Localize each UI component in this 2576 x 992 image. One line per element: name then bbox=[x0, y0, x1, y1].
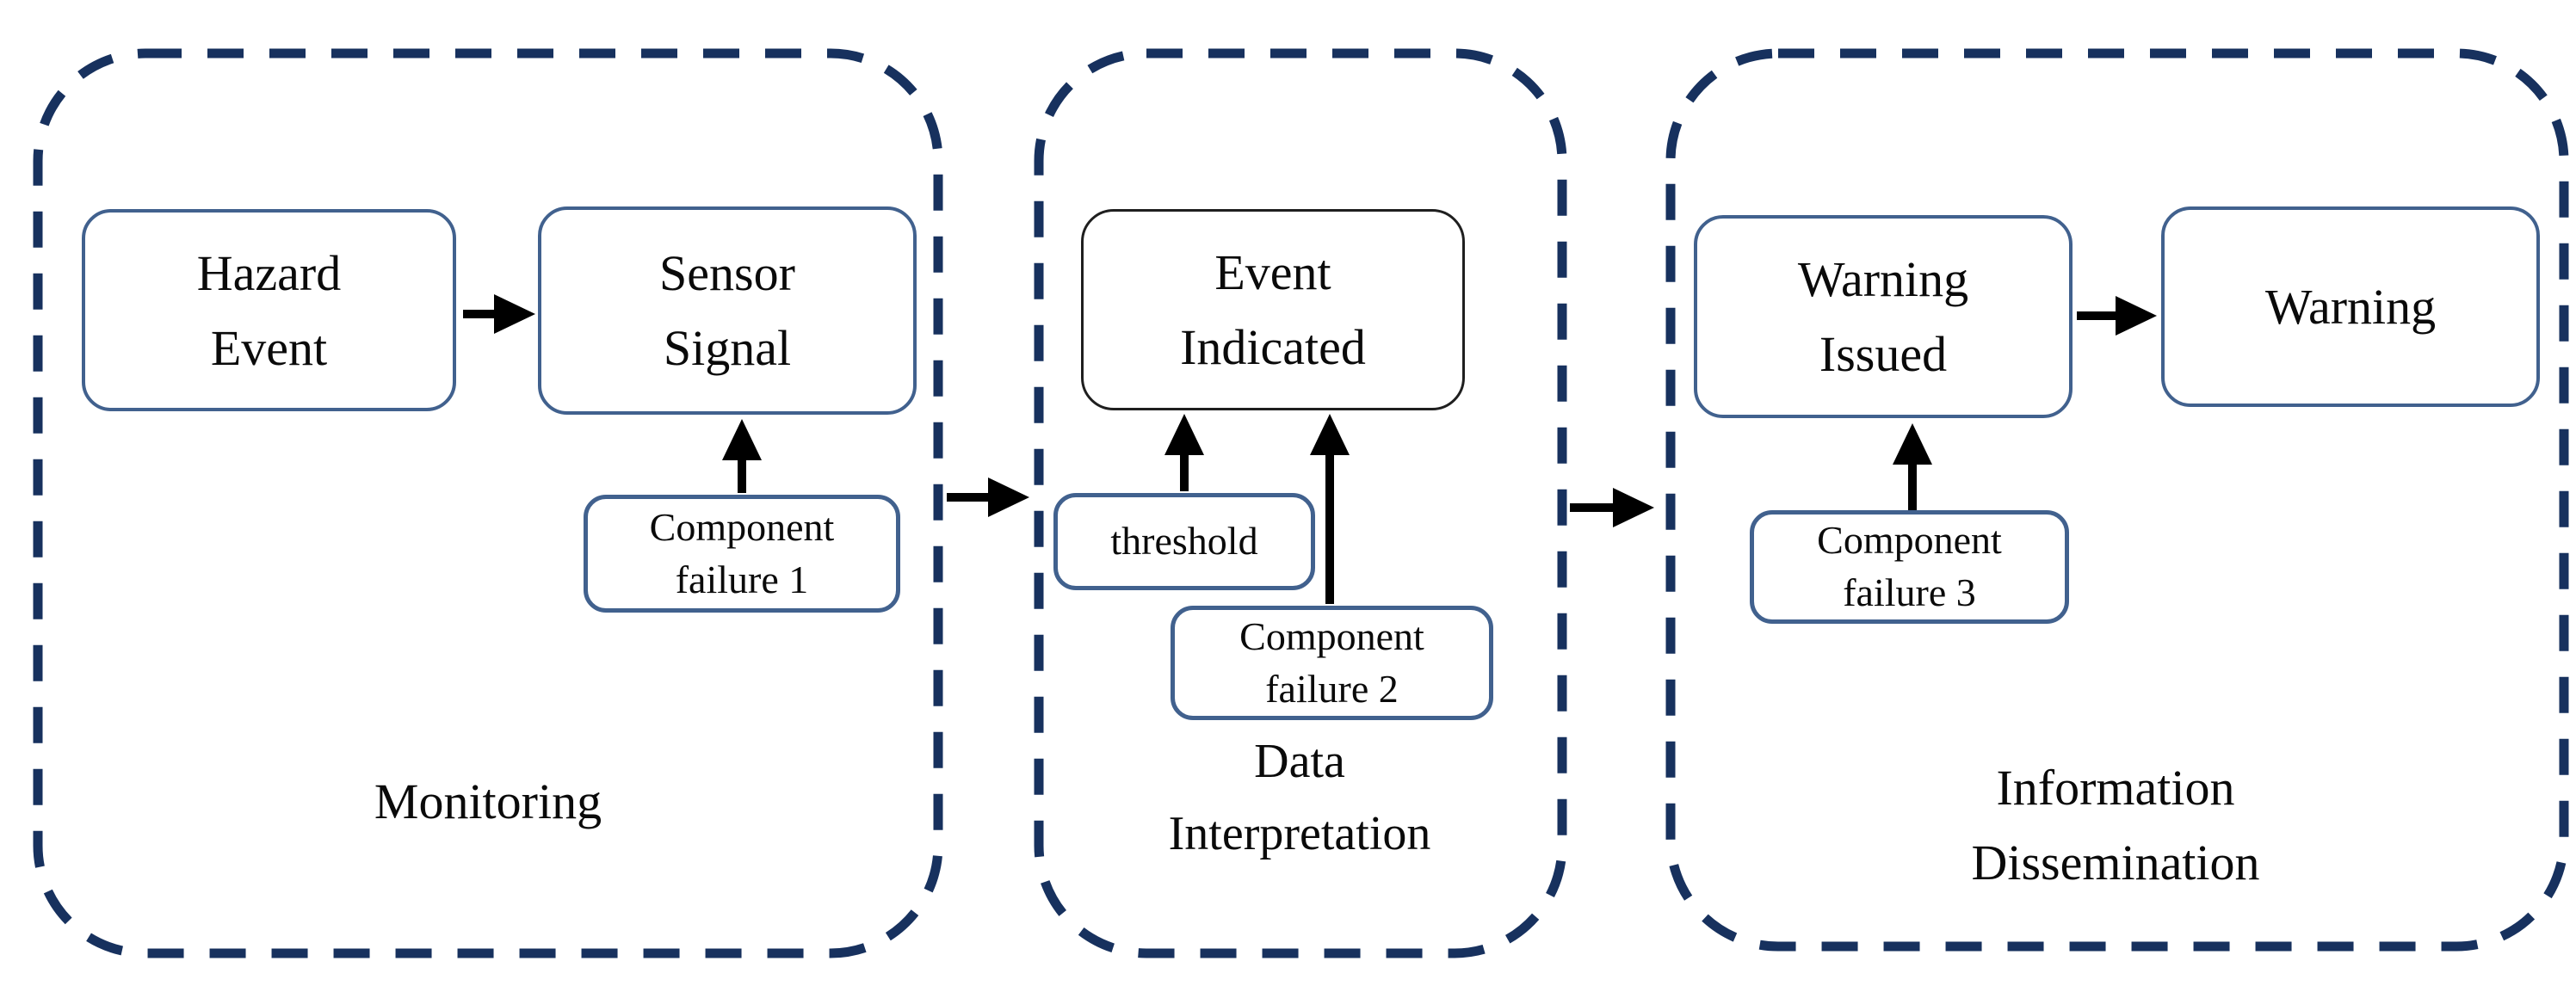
event-indicated-node: Event Indicated bbox=[1081, 209, 1465, 410]
data-interpretation-container-outline bbox=[1034, 48, 1567, 958]
component-failure-1-label: Component failure 1 bbox=[649, 504, 835, 601]
arrow-threshold-to-event-indicated bbox=[1164, 414, 1204, 491]
threshold-label: threshold bbox=[1110, 519, 1258, 564]
warning-issued-node: Warning Issued bbox=[1694, 215, 2073, 418]
arrow-data-interpretation-to-information-dissemination bbox=[1570, 488, 1654, 527]
sensor-signal-label: Sensor Signal bbox=[659, 245, 795, 376]
warning-node: Warning bbox=[2161, 206, 2540, 407]
arrow-monitoring-to-data-interpretation bbox=[947, 478, 1029, 517]
information-dissemination-stage-label: Information Dissemination bbox=[1971, 760, 2260, 890]
monitoring-stage-label: Monitoring bbox=[374, 773, 602, 829]
component-failure-2-label: Component failure 2 bbox=[1239, 613, 1424, 711]
component-failure-3-label: Component failure 3 bbox=[1817, 518, 2002, 614]
arrow-component-failure-2-to-event-indicated bbox=[1310, 414, 1350, 604]
component-failure-2-node: Component failure 2 bbox=[1171, 606, 1493, 720]
information-dissemination-container-outline bbox=[1665, 48, 2569, 952]
component-failure-1-node: Component failure 1 bbox=[584, 495, 900, 613]
arrow-hazard-event-to-sensor-signal bbox=[463, 294, 535, 334]
warning-label: Warning bbox=[2264, 279, 2437, 335]
sensor-signal-node: Sensor Signal bbox=[538, 206, 917, 415]
event-indicated-label: Event Indicated bbox=[1180, 244, 1366, 375]
arrow-component-failure-3-to-warning-issued bbox=[1893, 423, 1932, 512]
hazard-event-node: Hazard Event bbox=[82, 209, 456, 411]
arrow-warning-issued-to-warning bbox=[2077, 296, 2157, 336]
component-failure-3-node: Component failure 3 bbox=[1750, 510, 2069, 624]
hazard-event-label: Hazard Event bbox=[196, 244, 342, 376]
monitoring-container-outline bbox=[33, 48, 943, 958]
warning-issued-label: Warning Issued bbox=[1797, 251, 1969, 382]
data-interpretation-stage-label: Data Interpretation bbox=[1168, 735, 1431, 860]
threshold-node: threshold bbox=[1053, 493, 1315, 590]
arrow-component-failure-1-to-sensor-signal bbox=[722, 419, 762, 493]
